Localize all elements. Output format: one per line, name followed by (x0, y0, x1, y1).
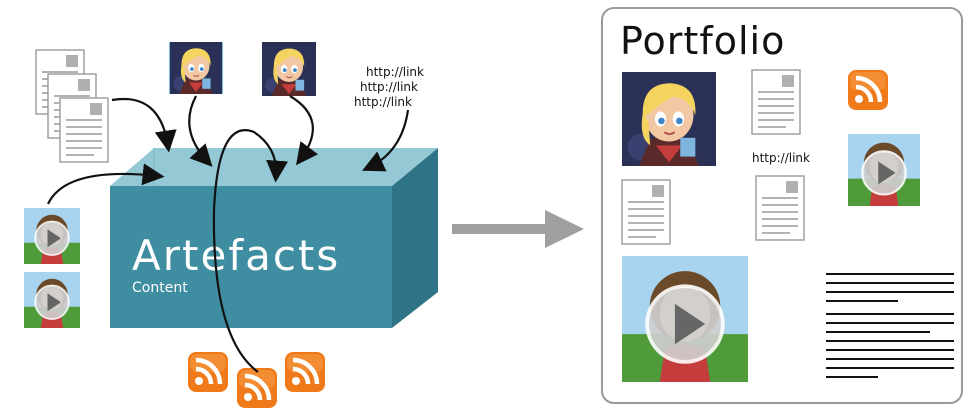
avatar-icon (169, 42, 223, 94)
portfolio-link: http://link (752, 151, 810, 165)
avatar-icon (262, 42, 316, 96)
artefacts-box: Artefacts Content (110, 148, 438, 328)
document-icon (59, 97, 109, 163)
document-icon (755, 175, 805, 241)
video-icon (848, 134, 920, 206)
artefacts-title: Artefacts (132, 231, 340, 280)
rss-icon (285, 352, 325, 392)
rss-icon (237, 368, 277, 408)
artefacts-subtitle: Content (132, 280, 188, 296)
document-icon (621, 179, 671, 245)
link-text: http://link (354, 95, 412, 109)
video-icon (24, 272, 80, 328)
text-block (826, 273, 954, 378)
portfolio-title: Portfolio (620, 19, 785, 63)
video-icon (622, 256, 748, 382)
transform-arrow (452, 210, 584, 248)
link-text: http://link (360, 80, 418, 94)
avatar-icon (622, 72, 716, 166)
document-icon (751, 69, 801, 135)
input-arrows (47, 95, 410, 373)
video-icon (24, 208, 80, 264)
rss-icon (188, 352, 228, 392)
link-text: http://link (366, 65, 424, 79)
rss-icon (848, 70, 888, 110)
